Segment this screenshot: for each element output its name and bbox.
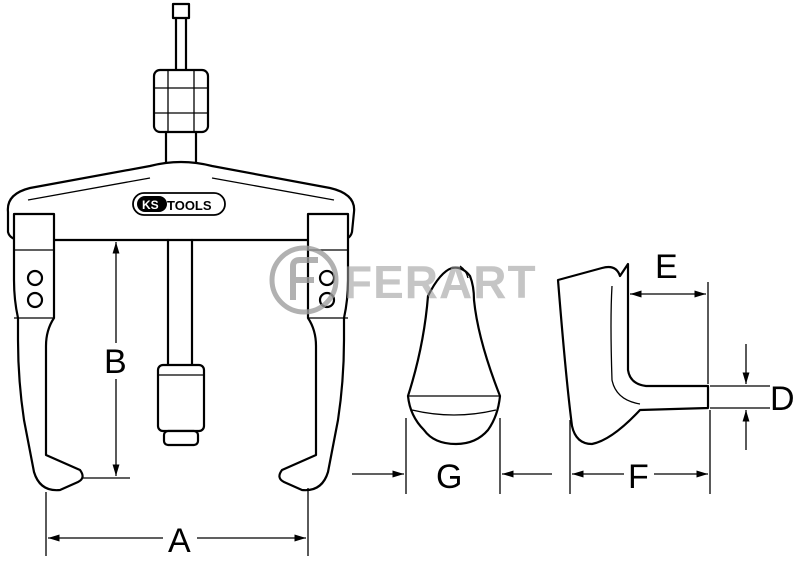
- ks-tools-logo: KS TOOLS: [132, 192, 226, 216]
- watermark-text: FERART: [344, 256, 537, 308]
- dimension-g-label: G: [436, 458, 462, 496]
- hook-side-view: [556, 262, 710, 446]
- dimension-a-label: A: [168, 522, 191, 560]
- dimension-f-label: F: [628, 458, 649, 496]
- svg-text:KS: KS: [142, 198, 159, 212]
- puller-body: KS TOOLS: [6, 2, 356, 492]
- dimension-b: B: [82, 239, 132, 479]
- dimension-a: A: [45, 488, 309, 560]
- dimension-f: F: [569, 410, 711, 496]
- dimension-e-label: E: [655, 248, 678, 286]
- dimension-g: G: [352, 418, 552, 496]
- ferart-logo-icon: [269, 245, 339, 315]
- ferart-watermark: FERART: [269, 245, 537, 315]
- dimension-d: D: [710, 344, 795, 450]
- svg-text:TOOLS: TOOLS: [167, 198, 212, 213]
- dimension-e: E: [630, 248, 709, 384]
- dimension-d-label: D: [770, 380, 795, 418]
- jaw-tip-side-view: [406, 265, 502, 446]
- dimension-b-label: B: [104, 343, 127, 381]
